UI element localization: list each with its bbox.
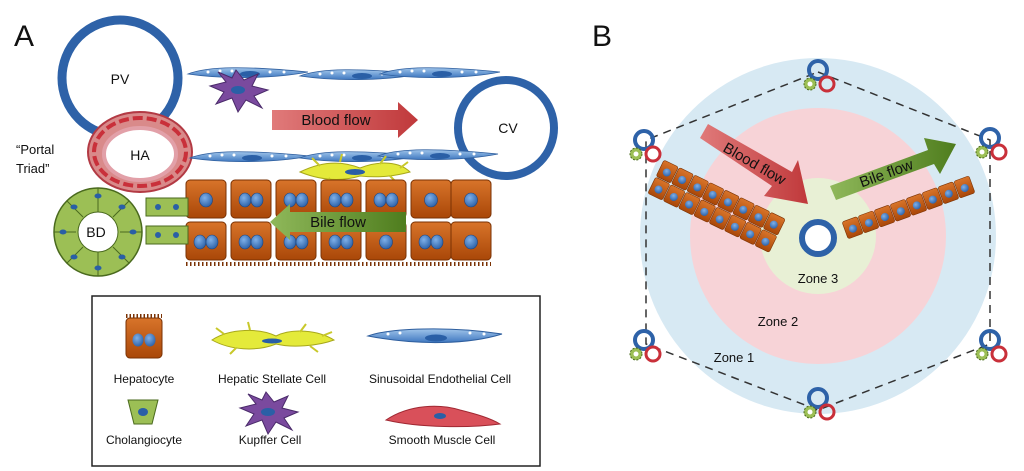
legend-endothelial: Sinusoidal Endothelial Cell: [369, 372, 511, 386]
bile-flow-label-a: Bile flow: [310, 214, 366, 231]
portal-triad-label-1: “Portal: [16, 142, 54, 157]
legend-stellate: Hepatic Stellate Cell: [218, 372, 326, 386]
bd-label: BD: [86, 224, 105, 240]
blood-flow-arrow-a: Blood flow: [272, 102, 418, 138]
legend-smooth-muscle: Smooth Muscle Cell: [389, 433, 496, 447]
lobule-hexagon: [645, 71, 991, 411]
zone-3-label: Zone 3: [798, 271, 838, 286]
kupffer-cell-icon: [238, 391, 300, 436]
central-vein: CV: [454, 76, 558, 180]
stellate-cell-icon: [211, 321, 336, 355]
hepatocyte-plate: [185, 179, 492, 266]
hepatic-stellate-cell: [298, 153, 411, 185]
endothelial-cell-icon: [366, 328, 503, 344]
portal-triad-label-2: Triad”: [16, 161, 49, 176]
hepatocyte-icon: [125, 314, 163, 359]
zone-1-label: Zone 1: [714, 350, 754, 365]
sinusoid-endothelium-bottom: [189, 149, 499, 163]
pv-label: PV: [111, 71, 130, 87]
zone-2-label: Zone 2: [758, 314, 798, 329]
smooth-muscle-cell-icon: [384, 405, 502, 428]
cholangiocyte-icon: [127, 399, 159, 425]
hepatic-artery: HA: [87, 111, 193, 193]
bile-duct: BD: [53, 187, 189, 277]
kupffer-cell: [208, 69, 270, 114]
legend-kupffer: Kupffer Cell: [239, 433, 301, 447]
panel-b-letter: B: [592, 20, 612, 53]
panel-a-letter: A: [14, 20, 34, 53]
bile-flow-arrow-a: Bile flow: [270, 204, 406, 240]
blood-flow-label-a: Blood flow: [301, 112, 370, 129]
legend-hepatocyte: Hepatocyte: [114, 372, 175, 386]
legend-cholangiocyte: Cholangiocyte: [106, 433, 182, 447]
ha-label: HA: [130, 147, 150, 163]
cell-type-legend: Hepatocyte Hepatic Stellate Cell Sinusoi…: [91, 295, 541, 467]
central-vein-b: [799, 219, 837, 257]
cv-label: CV: [498, 120, 518, 136]
